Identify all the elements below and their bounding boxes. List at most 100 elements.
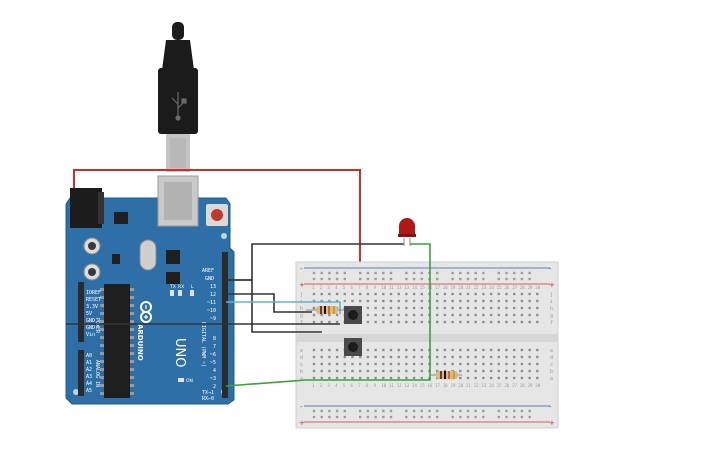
pin-label-a4: A4: [86, 381, 92, 387]
pin-label-a3: A3: [86, 374, 92, 380]
breadboard-row-label: c: [300, 362, 303, 368]
analog-header-title: ANALOG IN: [94, 360, 100, 387]
resistor-led[interactable]: [430, 371, 462, 379]
breadboard-column-number: 23: [481, 383, 486, 388]
breadboard-column-number: 27: [512, 383, 517, 388]
breadboard-column-number: 5: [343, 383, 346, 388]
pin-label-5: ~5: [210, 360, 216, 366]
breadboard-column-number: 13: [404, 383, 409, 388]
brand-label: ARDUINO: [136, 324, 144, 361]
l-led: [190, 290, 194, 296]
pin-label-10: ~10: [207, 308, 216, 314]
on-label: ON: [186, 378, 193, 384]
led[interactable]: [398, 218, 416, 246]
breadboard-column-number: 19: [451, 285, 456, 290]
resistor-button[interactable]: [306, 306, 346, 314]
pin-label-gnd-2: GND: [86, 325, 95, 331]
on-led: [178, 378, 184, 382]
breadboard-column-number: 22: [474, 285, 479, 290]
digital-header: [222, 252, 228, 398]
breadboard-row-label: g: [300, 313, 303, 319]
breadboard-column-number: 24: [489, 285, 494, 290]
breadboard-column-number: 17: [435, 383, 440, 388]
top-rail-plus: +: [299, 281, 305, 289]
reset-button[interactable]: [206, 204, 228, 226]
breadboard-column-number: 8: [366, 383, 369, 388]
breadboard-column-number: 18: [443, 285, 448, 290]
arduino-logo-icon: [140, 301, 152, 323]
top-rail-plus-right: +: [549, 281, 555, 289]
breadboard-column-number: 20: [458, 285, 463, 290]
wire-black-pin12[interactable]: [226, 293, 312, 313]
breadboard-column-number: 10: [381, 285, 386, 290]
breadboard-row-label: i: [550, 299, 553, 305]
breadboard-column-number: 2: [320, 285, 323, 290]
breadboard-column-number: 12: [397, 383, 402, 388]
pin-label-a0: A0: [86, 353, 92, 359]
pin-label-9: ~9: [210, 316, 216, 322]
pin-label-2: 2: [213, 384, 216, 390]
breadboard-row-label: j: [300, 292, 303, 298]
power-jack: [70, 188, 102, 228]
breadboard-row-label: a: [550, 376, 553, 382]
top-rail-minus-right: -: [549, 265, 552, 273]
wire-black-gnd-button[interactable]: [226, 279, 322, 333]
bottom-rail-plus: +: [299, 419, 305, 427]
pin-label-tx: TX→1: [202, 390, 214, 396]
breadboard-row-label: f: [550, 320, 553, 326]
breadboard-row-label: d: [550, 355, 553, 361]
pin-label-a1: A1: [86, 360, 92, 366]
breadboard-column-number: 13: [404, 285, 409, 290]
breadboard-column-number: 20: [458, 383, 463, 388]
breadboard-column-number: 15: [420, 285, 425, 290]
power-header-title: POWER: [94, 318, 100, 334]
pin-label-rx: RX←0: [202, 396, 214, 402]
pin-label-4: 4: [213, 368, 216, 374]
usb-cable[interactable]: [158, 22, 198, 172]
breadboard-column-number: 22: [474, 383, 479, 388]
breadboard-column-number: 26: [505, 383, 510, 388]
pin-label-12: 12: [210, 292, 216, 298]
breadboard-column-number: 6: [351, 383, 354, 388]
breadboard-column-number: 21: [466, 383, 471, 388]
breadboard-column-number: 10: [381, 383, 386, 388]
breadboard-column-number: 28: [520, 285, 525, 290]
breadboard-column-number: 28: [520, 383, 525, 388]
crystal-oscillator: [139, 239, 157, 271]
breadboard-column-number: 7: [358, 285, 361, 290]
breadboard-column-number: 4: [335, 285, 338, 290]
breadboard-row-label: h: [300, 306, 303, 312]
microcontroller-chip: [104, 284, 130, 398]
breadboard-row-label: j: [550, 292, 553, 298]
pin-label-8: 8: [213, 336, 216, 342]
breadboard-column-number: 21: [466, 285, 471, 290]
breadboard-column-number: 15: [420, 383, 425, 388]
wire-green-led[interactable]: [225, 243, 431, 387]
breadboard-column-number: 30: [535, 285, 540, 290]
breadboard-column-number: 19: [451, 383, 456, 388]
pin-label-11: ~11: [207, 300, 216, 306]
digital-header-title: DIGITAL (PWM ~): [200, 322, 206, 367]
breadboard-column-number: 14: [412, 383, 417, 388]
pushbutton-1[interactable]: [344, 306, 362, 324]
tx-led-label: TX: [169, 284, 176, 290]
pin-label-vin: Vin: [86, 332, 95, 338]
breadboard-column-number: 4: [335, 383, 338, 388]
pushbutton-2[interactable]: [344, 338, 362, 356]
bottom-rail-plus-right: +: [549, 419, 555, 427]
breadboard-column-number: 17: [435, 285, 440, 290]
breadboard-column-number: 29: [528, 383, 533, 388]
breadboard-column-number: 7: [358, 383, 361, 388]
breadboard-row-label: a: [300, 376, 303, 382]
arduino-board[interactable]: TX RX L ON ARDUINO UNO IOREF RESET 3.3V …: [65, 175, 235, 405]
pin-label-reset: RESET: [86, 297, 101, 303]
breadboard-column-number: 30: [535, 383, 540, 388]
breadboard-row-label: e: [550, 348, 553, 354]
breadboard-column-number: 3: [327, 383, 330, 388]
breadboard-column-number: 24: [489, 383, 494, 388]
breadboard-column-number: 29: [528, 285, 533, 290]
breadboard-column-number: 1: [312, 285, 315, 290]
tx-led: [170, 290, 174, 296]
